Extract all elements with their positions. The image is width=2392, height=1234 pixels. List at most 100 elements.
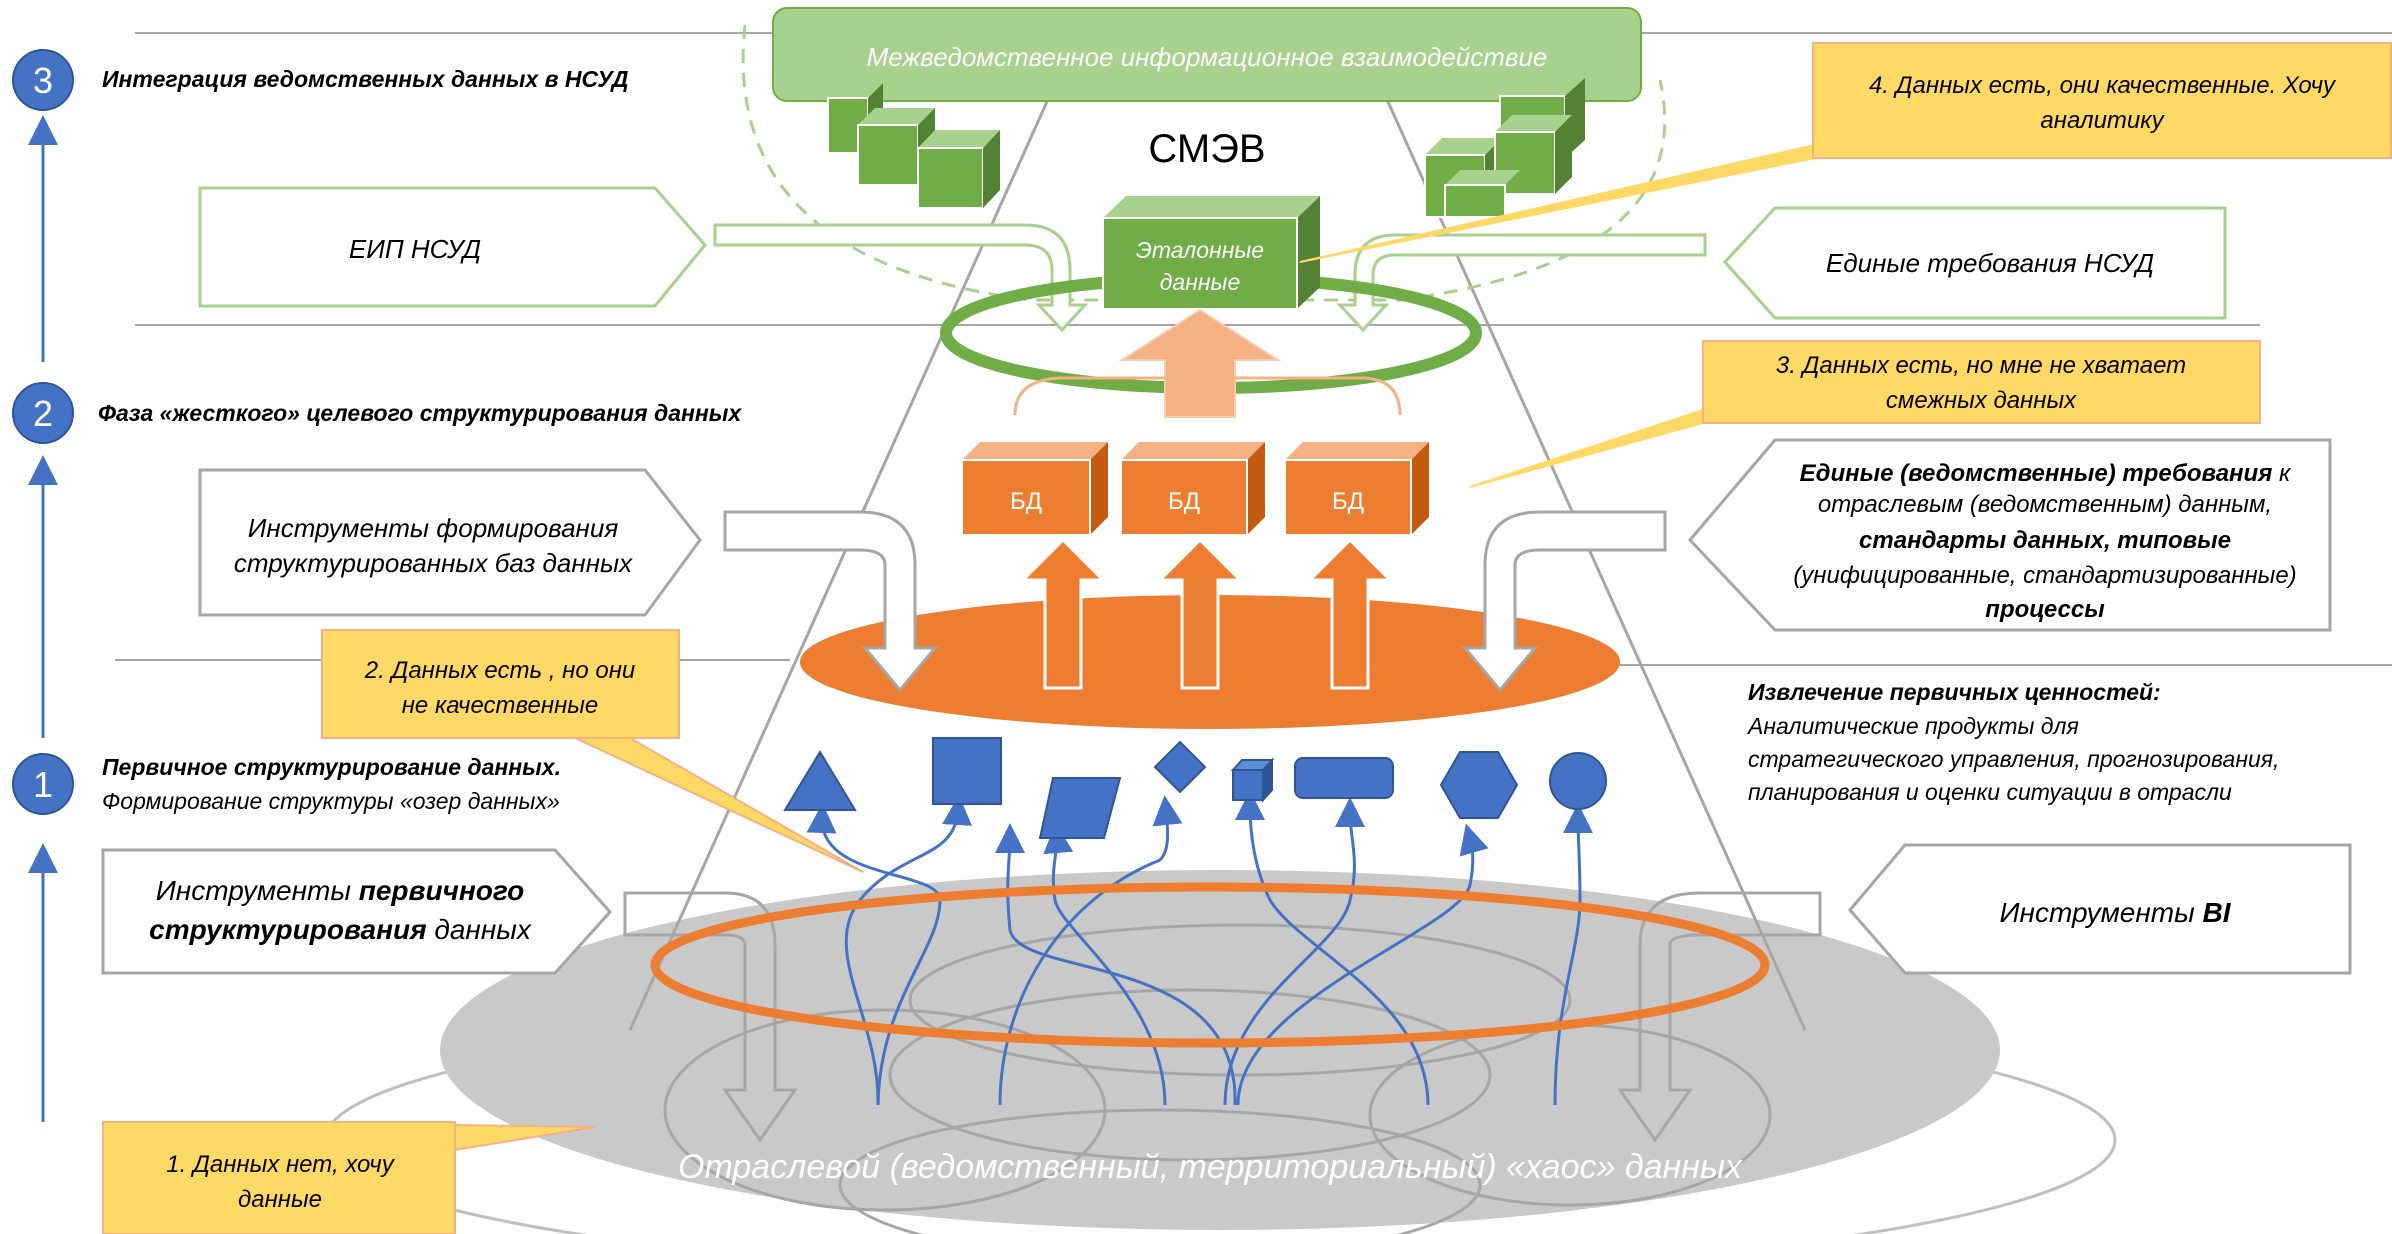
- db-cube-1-label: БД: [1010, 488, 1042, 515]
- circle-shape-icon: [1549, 752, 1607, 810]
- standards-line1-bold: Единые (ведомственные) требования: [1800, 460, 2273, 487]
- phase-2-circle: [12, 382, 74, 444]
- smev-banner-text: Межведомственное информационное взаимоде…: [867, 42, 1548, 72]
- bi-tools-label: Инструменты BI: [2000, 897, 2232, 928]
- primary-tools-shape: [101, 848, 613, 975]
- square-shape-icon: [932, 737, 1002, 805]
- callout-2: 2. Данных есть , но они не качественные: [321, 629, 864, 873]
- callout-1-line1: 1. Данных нет, хочу: [166, 1151, 395, 1178]
- standards-line4: (унифицированные, стандартизированные): [1793, 562, 2296, 589]
- primary-tools-line2-post: данных: [427, 914, 532, 945]
- cone-left-edge: [628, 94, 1052, 1031]
- reference-cube-line2: данные: [1160, 269, 1241, 295]
- callout-2-line2: не качественные: [402, 692, 599, 719]
- primary-tools-line1: Инструменты первичного: [156, 875, 524, 906]
- phase-2-number: 2: [33, 393, 53, 434]
- smev-boundary-dashed: [741, 24, 1667, 302]
- standards-line3: стандарты данных, типовые: [1859, 527, 2231, 554]
- structured-db-tools-shape: [198, 468, 702, 617]
- eip-nsud-connector: [713, 223, 1089, 333]
- db-upgrade-arrows: [1019, 537, 1394, 690]
- upgrade-arrow-large: [1118, 308, 1282, 418]
- db-cubes: БД БД БД: [961, 442, 1429, 536]
- callout-4-box: [1812, 42, 2392, 159]
- smev-banner: Межведомственное информационное взаимоде…: [772, 7, 1642, 102]
- callout-1-line2: данные: [238, 1186, 322, 1213]
- reference-data-cube: Эталонные данные: [1102, 196, 1320, 310]
- db-up-arrow-2: [1156, 537, 1244, 690]
- primary-tools-line1-bold: первичного: [359, 875, 524, 906]
- bi-tools-label-bold: BI: [2202, 897, 2231, 928]
- smev-label: СМЭВ: [1148, 127, 1265, 171]
- standards-line1: Единые (ведомственные) требования к: [1800, 460, 2292, 487]
- extraction-line-1: Аналитические продукты для: [1746, 713, 2079, 739]
- callout-3-pointer: [1469, 408, 1704, 488]
- data-lake-ring: [650, 882, 1770, 1048]
- standards-line5: процессы: [1985, 596, 2105, 623]
- db-cube-3: БД: [1284, 442, 1429, 536]
- callout-3-box: [1702, 340, 2261, 424]
- unified-requirements-shape: [1722, 206, 2227, 320]
- db-cube-2-label: БД: [1168, 488, 1200, 515]
- bi-tools-label-pre: Инструменты: [2000, 897, 2203, 928]
- reference-cube-top: [1103, 196, 1320, 218]
- structured-db-tools-arrow: Инструменты формирования структурированн…: [198, 468, 939, 693]
- flow-curve-5: [1223, 797, 1366, 1106]
- db-up-arrow-3: [1306, 537, 1394, 690]
- phase-1-marker: 1 Первичное структурирование данных. Фор…: [12, 753, 561, 815]
- phase-2-title: Фаза «жесткого» целевого структурировани…: [98, 400, 742, 426]
- extraction-line-2: стратегического управления, прогнозирова…: [1748, 746, 2279, 772]
- unstructured-data-shapes: [783, 737, 1607, 839]
- standards-connector: [1461, 510, 1667, 693]
- phase-3-marker: 3 Интеграция ведомственных данных в НСУД: [12, 49, 629, 111]
- chaos-ring-top: [908, 923, 1572, 1077]
- phase-3-number: 3: [33, 60, 53, 101]
- callout-1-box: [102, 1121, 456, 1234]
- phase-1-circle: [12, 753, 74, 815]
- triangle-shape-icon: [783, 750, 857, 811]
- phase-2-marker: 2 Фаза «жесткого» целевого структурирова…: [12, 382, 742, 444]
- structured-db-tools-connector: [723, 510, 939, 693]
- parallelogram-shape-icon: [1038, 777, 1122, 839]
- hexagon-shape-icon: [1439, 751, 1519, 819]
- flow-curve-9: [994, 823, 1237, 1106]
- standards-line1-post: к: [2272, 460, 2292, 487]
- callout-1: 1. Данных нет, хочу данные: [102, 1121, 596, 1234]
- standards-shape: [1687, 438, 2332, 632]
- small-cube-shape-icon: [1230, 757, 1275, 803]
- flow-curve-8: [1553, 803, 1594, 1106]
- chaos-label: Отраслевой (ведомственный, территориальн…: [678, 1148, 1743, 1186]
- eip-nsud-arrow: ЕИП НСУД: [198, 186, 1089, 333]
- green-cube-icon: [1444, 170, 1520, 218]
- unified-requirements-arrow: Единые требования НСУД: [1336, 206, 2227, 333]
- green-cubes-right: [1424, 78, 1585, 218]
- standards-line2: отраслевым (ведомственным) данным,: [1818, 491, 2272, 518]
- phase-1-title: Первичное структурирование данных.: [102, 754, 561, 780]
- reference-cube-front: [1102, 217, 1298, 310]
- value-extraction-note: Извлечение первичных ценностей: Аналитич…: [1746, 679, 2279, 805]
- chaos-ring-bottom: [838, 1108, 1482, 1234]
- callout-4: 4. Данных есть, они качественные. Хочу а…: [1299, 42, 2392, 263]
- callout-3-line1: 3. Данных есть, но мне не хватает: [1776, 352, 2186, 379]
- data-chaos-zone: [323, 870, 2117, 1234]
- bi-tools-connector: [1617, 891, 1822, 1143]
- eip-nsud-shape: [198, 186, 707, 308]
- callout-4-line1: 4. Данных есть, они качественные. Хочу: [1869, 72, 2337, 99]
- green-cubes-left: [827, 83, 1000, 209]
- extraction-title: Извлечение первичных ценностей:: [1748, 679, 2161, 705]
- phase-progress-axis: 3 Интеграция ведомственных данных в НСУД…: [12, 49, 742, 1122]
- db-cube-2: БД: [1120, 442, 1265, 536]
- green-cube-icon: [1494, 115, 1572, 195]
- phase-3-circle: [12, 49, 74, 111]
- unified-requirements-connector: [1336, 233, 1707, 333]
- phase-3-title: Интеграция ведомственных данных в НСУД: [102, 66, 629, 92]
- extraction-line-3: планирования и оценки ситуации в отрасли: [1748, 779, 2232, 805]
- db-cube-1: БД: [961, 442, 1108, 536]
- callout-4-line2: аналитику: [2040, 107, 2165, 134]
- eip-nsud-label: ЕИП НСУД: [349, 234, 481, 264]
- chaos-ring-middle: [888, 988, 1492, 1162]
- callout-3-line2: смежных данных: [1886, 387, 2077, 414]
- db-cube-3-label: БД: [1332, 488, 1364, 515]
- bi-tools-shape: [1848, 843, 2352, 975]
